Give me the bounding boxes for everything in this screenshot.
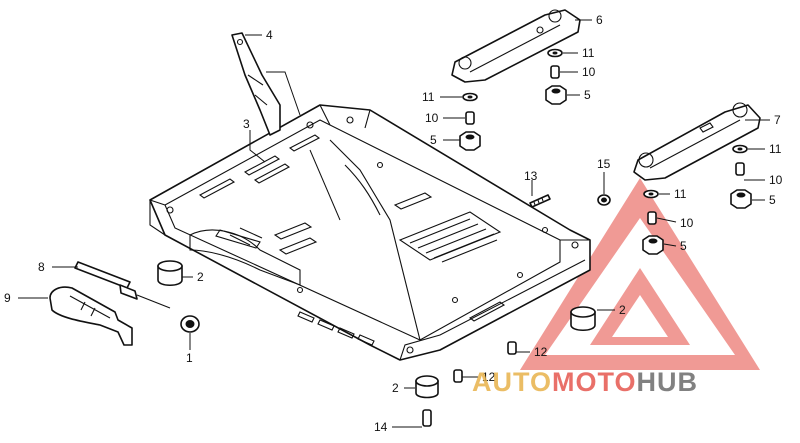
callout-5: 5 xyxy=(680,239,687,253)
callout-10: 10 xyxy=(582,65,596,79)
callout-5: 5 xyxy=(430,133,437,147)
watermark-auto: AUTO xyxy=(472,367,552,397)
callout-labels: 4 3 6 11 10 5 11 10 5 7 11 10 5 13 15 11… xyxy=(4,13,783,434)
washer-icon xyxy=(462,48,748,199)
collar-1 xyxy=(180,315,200,333)
callout-14: 14 xyxy=(374,420,388,434)
bolt-icon xyxy=(465,65,745,225)
callout-11: 11 xyxy=(674,187,687,201)
callout-4: 4 xyxy=(266,28,273,42)
watermark-moto: MOTO xyxy=(552,367,637,397)
bracket-part-4 xyxy=(231,32,281,136)
callout-15: 15 xyxy=(597,157,611,171)
callout-2: 2 xyxy=(392,381,399,395)
callout-5: 5 xyxy=(769,193,776,207)
watermark-logo xyxy=(520,178,760,370)
rail-cover-6 xyxy=(451,9,581,83)
callout-12: 12 xyxy=(482,370,496,384)
watermark-hub: HUB xyxy=(637,367,699,397)
cable-8 xyxy=(74,261,171,309)
callout-2: 2 xyxy=(619,303,626,317)
seat-frame xyxy=(149,104,591,361)
callout-1: 1 xyxy=(186,351,193,365)
callout-13: 13 xyxy=(524,169,538,183)
rail-cover-7 xyxy=(633,102,761,181)
watermark-text: AUTOMOTOHUB xyxy=(472,367,698,397)
grommet-15 xyxy=(597,194,611,206)
callout-6: 6 xyxy=(596,13,603,27)
nut-icon xyxy=(459,85,752,255)
small-bolt-icon xyxy=(422,341,517,427)
callout-11: 11 xyxy=(769,142,782,156)
svg-text:AUTOMOTOHUB: AUTOMOTOHUB xyxy=(472,367,698,397)
callout-11: 11 xyxy=(422,90,435,104)
callout-7: 7 xyxy=(774,113,781,127)
callout-8: 8 xyxy=(38,260,45,274)
leader-lines xyxy=(18,19,770,428)
screw-13 xyxy=(529,194,551,208)
callout-10: 10 xyxy=(680,216,694,230)
callout-2: 2 xyxy=(197,270,204,284)
lever-handle-9 xyxy=(49,286,133,346)
callout-10: 10 xyxy=(425,111,439,125)
callout-12: 12 xyxy=(534,345,548,359)
callout-3: 3 xyxy=(243,117,250,131)
callout-10: 10 xyxy=(769,173,783,187)
callout-11: 11 xyxy=(582,46,595,60)
callout-9: 9 xyxy=(4,291,11,305)
callout-5: 5 xyxy=(584,88,591,102)
bush-icon xyxy=(157,260,596,399)
